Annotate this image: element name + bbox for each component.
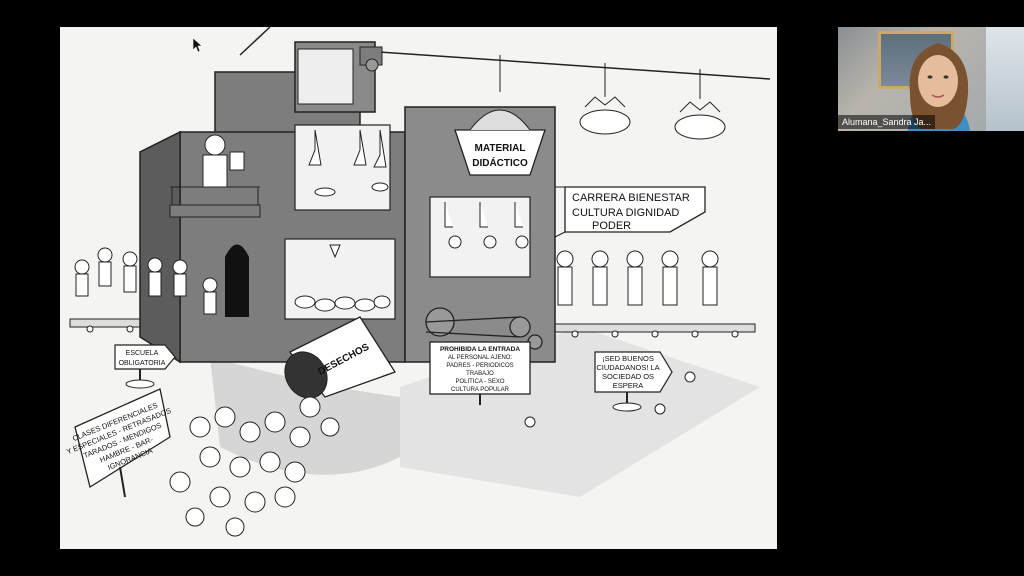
material-label-1: MATERIAL — [475, 143, 526, 154]
clases-diferenciales-sign: CLASES DIFERENCIALES Y ESPECIALES - RETR… — [65, 388, 172, 498]
discarded-crowd — [169, 396, 340, 537]
sed-label-3: SOCIEDAD OS — [602, 372, 654, 381]
participant-name-label: Alumana_Sandra Ja... — [838, 115, 936, 129]
prohibida-label-2: AL PERSONAL AJENO: — [448, 355, 513, 361]
background-window — [986, 27, 1024, 131]
participant-video-tile[interactable]: Alumana_Sandra Ja... — [838, 27, 1024, 131]
desechos-chute: DESECHOS — [284, 316, 396, 399]
escuela-label-1: ESCUELA — [126, 350, 159, 357]
sed-label-2: CIUDADANOS! LA — [596, 363, 659, 372]
factory-cartoon: MATERIAL DIDÁCTICO CARRERA BIENESTAR CUL… — [65, 27, 771, 537]
prohibida-label-3: PADRES - PERIODICOS — [446, 363, 513, 369]
escuela-sign: ESCUELA OBLIGATORIA — [114, 344, 176, 389]
flowers — [524, 371, 696, 428]
children-queue — [74, 247, 218, 315]
material-label-2: DIDÁCTICO — [472, 156, 528, 169]
prohibida-label-5: POLITICA - SEXO — [455, 379, 504, 385]
prohibida-label-1: PROHIBIDA LA ENTRADA — [440, 346, 520, 353]
prohibida-label-4: TRABAJO — [466, 371, 494, 377]
material-didactico-sign: MATERIAL DIDÁCTICO — [454, 109, 546, 176]
hanging-baskets — [499, 55, 726, 140]
overhead-wire — [379, 51, 771, 80]
shared-screen-slide: MATERIAL DIDÁCTICO CARRERA BIENESTAR CUL… — [60, 27, 777, 549]
escuela-label-2: OBLIGATORIA — [119, 360, 166, 367]
mouse-cursor-icon — [193, 38, 203, 52]
crane-wire — [239, 27, 271, 56]
graduates-queue — [556, 250, 719, 306]
sed-label-1: ¡SED BUENOS — [602, 354, 654, 363]
career-label-1: CARRERA BIENESTAR — [572, 192, 690, 204]
sed-buenos-sign: ¡SED BUENOS CIUDADANOS! LA SOCIEDAD OS E… — [594, 351, 673, 412]
career-label-2: CULTURA DIGNIDAD — [572, 207, 679, 219]
career-label-3: PODER — [592, 220, 631, 232]
sed-label-4: ESPERA — [613, 381, 643, 390]
factory-building — [139, 41, 556, 364]
career-banner: CARRERA BIENESTAR CULTURA DIGNIDAD PODER — [554, 186, 706, 238]
prohibida-label-6: CULTURA POPULAR — [451, 387, 510, 393]
prohibida-sign: PROHIBIDA LA ENTRADA AL PERSONAL AJENO: … — [429, 341, 531, 405]
